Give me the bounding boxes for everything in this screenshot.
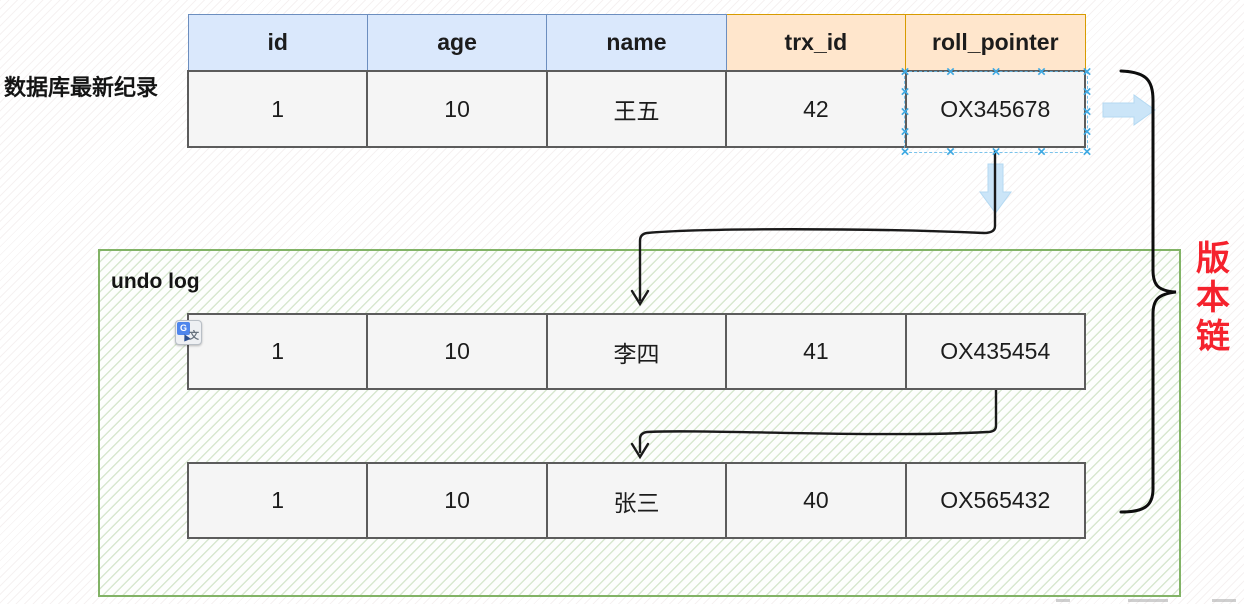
version-chain-label: 版本链 [1196,240,1230,356]
selection-handle-x[interactable]: × [1082,143,1092,161]
undo-row-2: 1 10 张三 40 OX565432 [186,462,1087,539]
undo1-age: 10 [366,313,548,390]
undo2-name: 张三 [545,462,728,539]
selection-handle-x[interactable]: × [1082,83,1092,101]
main-header-row: id age name trx_id roll_pointer [187,14,1086,72]
undo1-trx-id: 41 [725,313,907,390]
undo-row-1: 1 10 李四 41 OX435454 [186,313,1087,390]
cropped-text-fragment [1212,599,1236,602]
selection-handle-x[interactable]: × [991,63,1001,81]
header-id: id [187,14,368,72]
selection-handle-x[interactable]: × [991,143,1001,161]
roll-pointer-selection[interactable]: × × × × × × × × × × × × × × × × [900,65,1092,160]
header-age: age [366,14,548,72]
undo-log-label: undo log [111,270,200,293]
latest-record-label: 数据库最新纪录 [4,75,159,100]
undo2-trx-id: 40 [725,462,907,539]
selection-handle-x[interactable]: × [900,63,910,81]
soft-right-arrow [1102,94,1156,126]
undo1-id: 1 [186,313,369,390]
cell-age: 10 [366,70,548,148]
cell-trx-id: 42 [725,70,907,148]
main-record-table: id age name trx_id roll_pointer 1 10 王五 … [186,14,1087,148]
selection-handle-x[interactable]: × [1037,143,1046,161]
undo-row-1-table: 1 10 李四 41 OX435454 [186,313,1087,390]
undo1-name: 李四 [545,313,728,390]
soft-down-arrow [979,163,1012,214]
selection-handle-x[interactable]: × [1082,103,1092,121]
selection-handle-x[interactable]: × [900,103,910,121]
selection-handle-x[interactable]: × [946,143,955,161]
main-data-row: 1 10 王五 42 OX345678 [186,70,1087,148]
selection-handle-x[interactable]: × [1082,63,1092,81]
selection-handle-x[interactable]: × [1082,123,1092,141]
cell-id: 1 [186,70,369,148]
undo-row-2-table: 1 10 张三 40 OX565432 [186,462,1087,539]
selection-handle-x[interactable]: × [900,83,910,101]
cell-name: 王五 [545,70,728,148]
undo2-age: 10 [366,462,548,539]
undo2-id: 1 [186,462,369,539]
translate-g-icon: G [177,322,190,335]
selection-handle-x[interactable]: × [1037,63,1046,81]
translate-wen-icon: 文 [189,331,199,342]
cropped-text-fragment [1056,599,1070,602]
cropped-text-fragment [1128,599,1168,602]
cell-roll-pointer: OX345678 [904,70,1087,148]
selection-handle-x[interactable]: × [900,123,910,141]
selection-handle-x[interactable]: × [900,143,910,161]
translate-icon[interactable]: G 文 [175,320,202,345]
header-name: name [546,14,727,72]
undo1-roll-pointer: OX435454 [904,313,1087,390]
undo2-roll-pointer: OX565432 [904,462,1087,539]
undo-log-box [98,249,1181,597]
header-roll-pointer: roll_pointer [905,14,1086,72]
header-trx-id: trx_id [725,14,907,72]
selection-handle-x[interactable]: × [946,63,955,81]
